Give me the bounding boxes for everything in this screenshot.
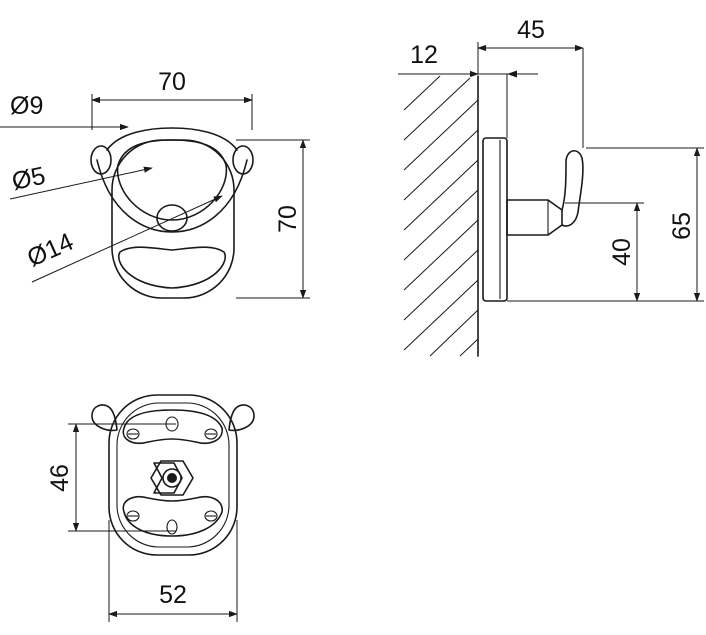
rear-upper-slot [122, 409, 223, 444]
rear-hex-nut [153, 462, 183, 494]
label-front-height: 70 [274, 205, 302, 233]
front-view: 70 70 Ø9 Ø5 Ø14 [0, 68, 310, 299]
rear-center-hole [162, 468, 182, 488]
label-mount-spacing: 46 [46, 464, 74, 492]
rear-hook-right-tip [228, 404, 255, 432]
side-hook [561, 150, 584, 227]
label-hook-tip-diameter: Ø9 [10, 92, 43, 120]
front-hook-right-tip [232, 145, 254, 175]
label-boss-diameter: Ø14 [23, 228, 78, 273]
label-plate-width: 52 [159, 581, 187, 609]
label-inner-diameter: Ø5 [9, 162, 47, 196]
front-crescent-slot [118, 246, 226, 289]
wall-hatching [403, 75, 479, 357]
label-projection: 45 [517, 16, 545, 44]
side-arm [506, 199, 563, 236]
label-arm-height: 40 [608, 238, 636, 266]
rear-hook-left-tip [91, 404, 118, 432]
front-ring-top [106, 127, 238, 151]
rear-lower-slot [122, 496, 223, 537]
rear-plate [108, 394, 238, 556]
side-view: 12 45 65 40 [398, 16, 704, 357]
front-center-boss [156, 204, 188, 232]
label-wall-gap: 12 [410, 41, 438, 69]
rear-view: 46 52 [46, 394, 255, 622]
front-ring-inner [116, 139, 228, 221]
label-hook-height: 65 [668, 212, 696, 240]
label-front-width: 70 [158, 68, 186, 96]
side-base-plate [482, 137, 508, 302]
front-hook-left-tip [90, 145, 112, 175]
front-ring-outer [96, 159, 248, 233]
